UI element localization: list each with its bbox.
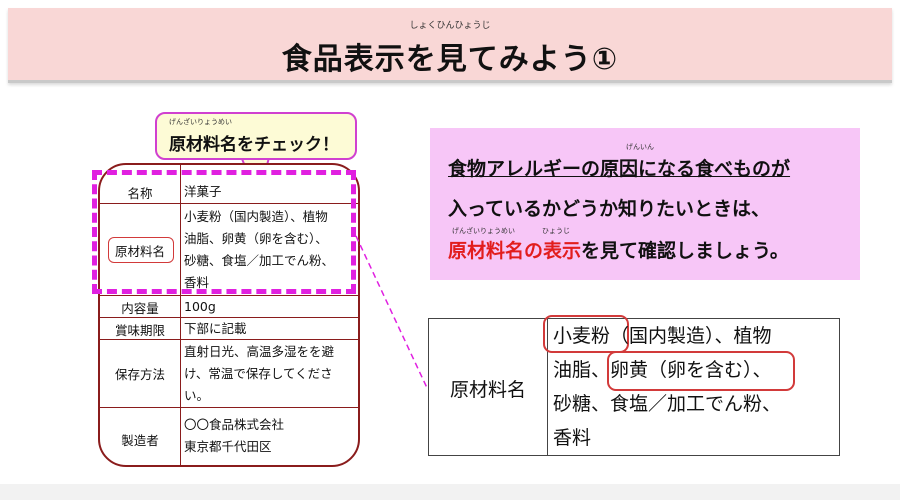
ruby-genzairyoumei: げんざいりょうめい: [452, 227, 515, 235]
label-row-ingredients: 原材料名 小麦粉（国内製造）、植物 油脂、卵黄（卵を含む）、 砂糖、食塩／加工で…: [100, 203, 358, 296]
label-value: 100g: [184, 299, 216, 314]
highlight-egg-yolk: [607, 351, 795, 391]
label-value: 〇〇食品株式会社 東京都千代田区: [184, 417, 285, 454]
label-row-storage: 保存方法 直射日光、高温多湿をを避 け、常温で保存してくださ い。: [100, 339, 358, 408]
callout-ruby: げんざいりょうめい: [169, 118, 232, 126]
callout-text: 原材料名をチェック！: [169, 135, 339, 155]
highlight-wheat: [543, 315, 629, 353]
zoom-key: 原材料名: [449, 379, 526, 401]
label-value: 洋菓子: [184, 184, 222, 199]
zoom-line-1: 小麦粉（国内製造）、植物: [553, 325, 772, 347]
info-line-2: 入っているかどうか知りたいときは、: [448, 198, 771, 220]
page-title: 食品表示を見てみよう①: [281, 42, 619, 77]
label-key: 製造者: [121, 433, 159, 448]
label-key: 名称: [127, 186, 153, 201]
info-box: げんいん 食物アレルギーの原因になる食べものが 入っているかどうか知りたいときは…: [430, 128, 860, 280]
callout-bubble: げんざいりょうめい 原材料名をチェック！: [155, 112, 357, 160]
zoom-line-2: 油脂、卵黄（卵を含む）、: [553, 359, 772, 381]
food-label-table: 名称 洋菓子 原材料名 小麦粉（国内製造）、植物 油脂、卵黄（卵を含む）、 砂糖…: [98, 163, 360, 467]
label-row-maker: 製造者 〇〇食品株式会社 東京都千代田区: [100, 407, 358, 465]
ingredients-zoom-table: 原材料名 小麦粉（国内製造）、植物 油脂、卵黄（卵を含む）、 砂糖、食塩／加工で…: [428, 315, 840, 456]
ruby-genin: げんいん: [626, 143, 654, 151]
label-row-quantity: 内容量 100g: [100, 295, 358, 318]
zoom-line-4: 香料: [553, 427, 592, 449]
title-banner: しょくひんひょうじ 食品表示を見てみよう①: [8, 8, 892, 83]
label-key: 賞味期限: [114, 323, 165, 338]
label-key: 保存方法: [114, 367, 165, 382]
label-key: 原材料名: [114, 244, 165, 259]
label-key: 内容量: [121, 301, 159, 316]
label-value: 小麦粉（国内製造）、植物 油脂、卵黄（卵を含む）、 砂糖、食塩／加工でん粉、 香…: [184, 209, 335, 290]
bottom-band: [0, 484, 900, 500]
ingredient-key-highlight: [108, 237, 174, 263]
info-line-3: 原材料名の表示を見て確認しましょう。: [448, 240, 789, 262]
label-value: 直射日光、高温多湿をを避 け、常温で保存してくださ い。: [184, 344, 335, 403]
zoom-line-3: 砂糖、食塩／加工でん粉、: [553, 393, 782, 415]
title-ruby: しょくひんひょうじ: [409, 21, 491, 31]
ruby-hyouji: ひょうじ: [542, 227, 570, 235]
label-value: 下部に記載: [184, 321, 247, 336]
info-line-1: 食物アレルギーの原因になる食べものが: [448, 158, 791, 180]
label-row-name: 名称 洋菓子: [100, 165, 358, 203]
label-row-expiry: 賞味期限 下部に記載: [100, 317, 358, 340]
ingredient-dashed-highlight: [92, 170, 356, 294]
